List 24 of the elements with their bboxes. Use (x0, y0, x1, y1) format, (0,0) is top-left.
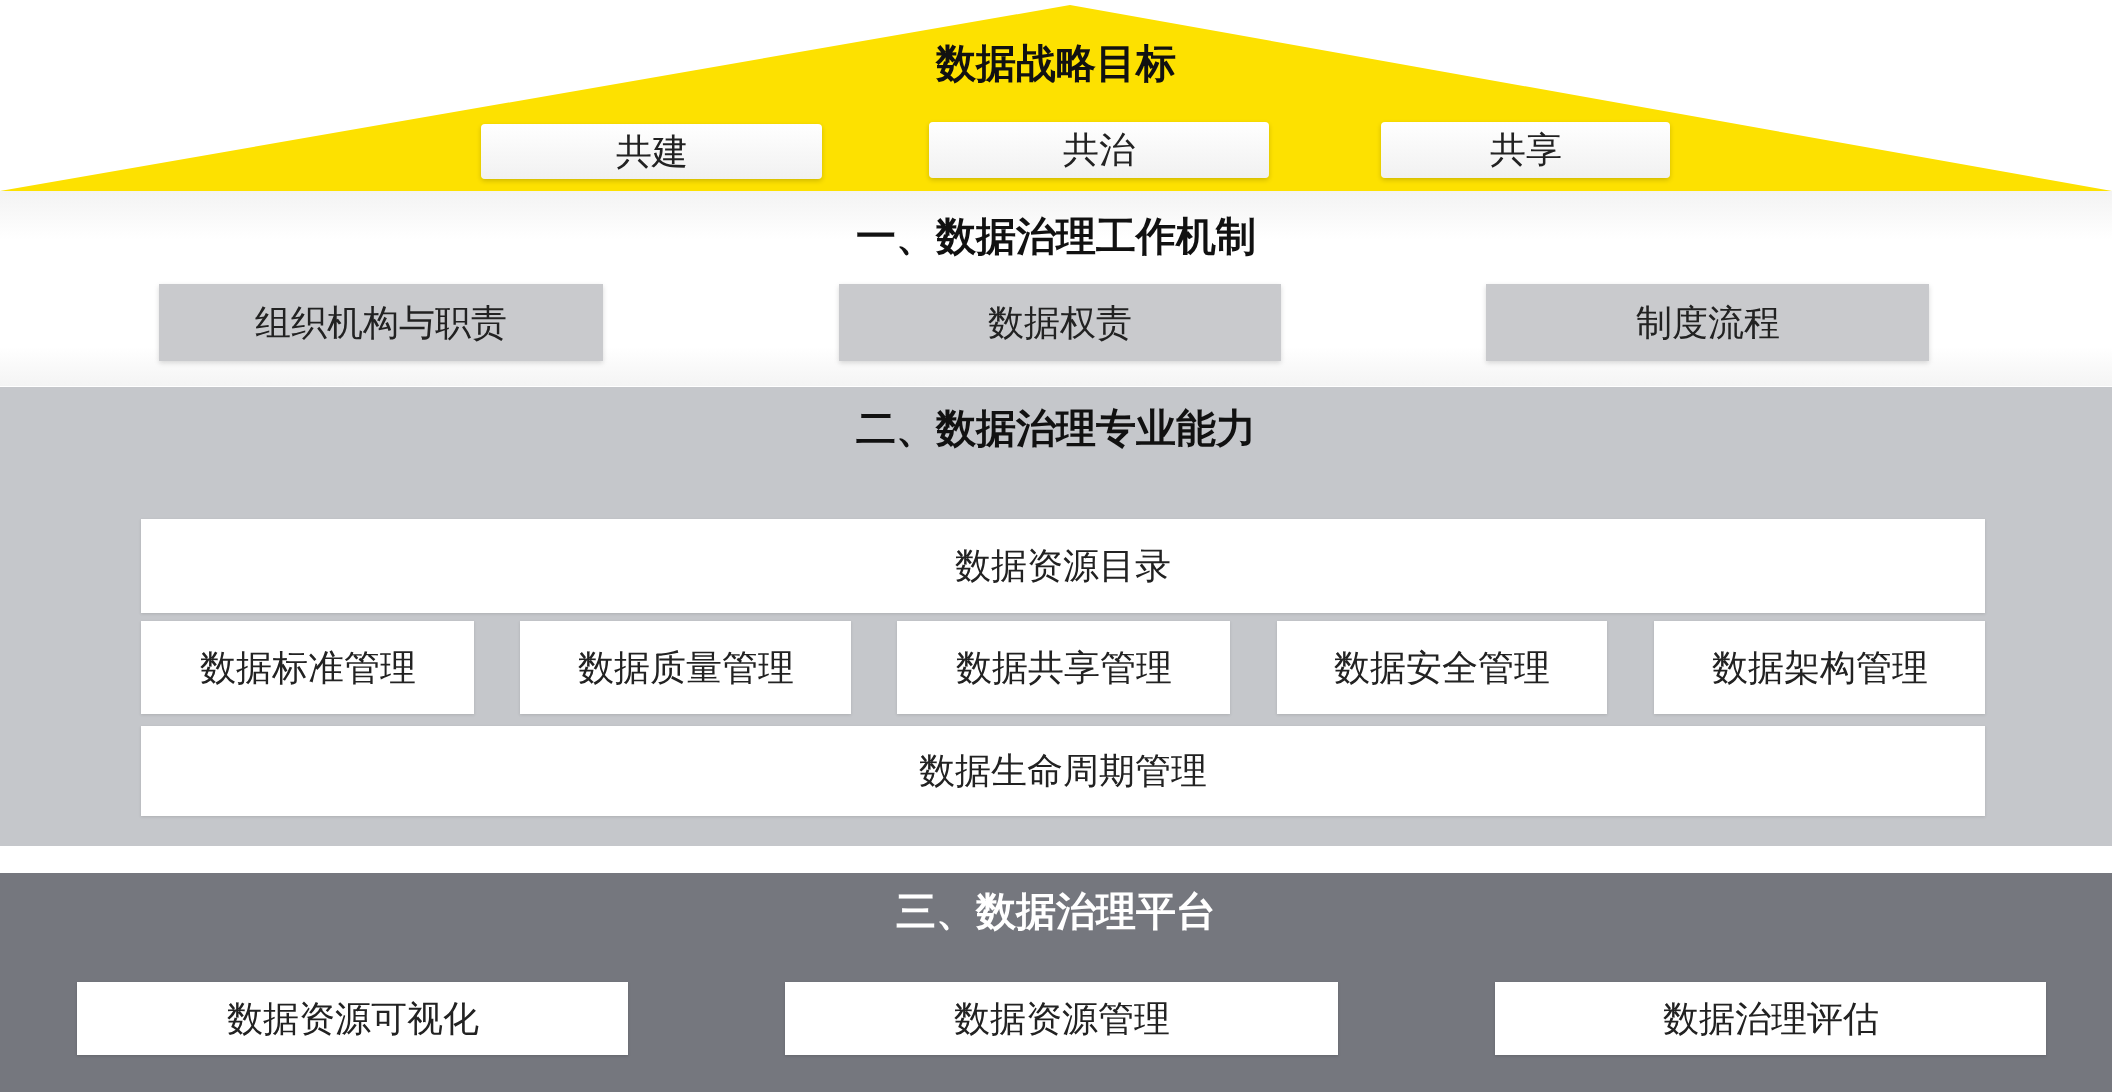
goal-box: 共享 (1381, 122, 1670, 178)
capability-box: 数据质量管理 (520, 621, 851, 714)
layer-heading: 三、数据治理平台 (896, 887, 1216, 935)
capability-box: 数据架构管理 (1654, 621, 1985, 714)
capability-box: 数据资源目录 (141, 519, 1985, 613)
mechanism-box: 数据权责 (839, 284, 1281, 361)
roof-triangle (0, 5, 2112, 191)
platform-box: 数据资源管理 (785, 982, 1338, 1055)
mechanism-box: 组织机构与职责 (159, 284, 603, 361)
layer-heading: 二、数据治理专业能力 (856, 404, 1256, 452)
capability-box: 数据标准管理 (141, 621, 474, 714)
layer-heading: 一、数据治理工作机制 (856, 212, 1256, 260)
platform-box: 数据资源可视化 (77, 982, 628, 1055)
layer-band (0, 873, 2112, 1092)
layer-band (0, 191, 2112, 386)
goal-box: 共治 (929, 122, 1269, 178)
roof-heading: 数据战略目标 (936, 39, 1176, 87)
platform-box: 数据治理评估 (1495, 982, 2046, 1055)
layer-band (0, 387, 2112, 846)
capability-box: 数据生命周期管理 (141, 726, 1985, 816)
mechanism-box: 制度流程 (1486, 284, 1929, 361)
capability-box: 数据安全管理 (1277, 621, 1607, 714)
capability-box: 数据共享管理 (897, 621, 1230, 714)
goal-box: 共建 (481, 124, 822, 179)
